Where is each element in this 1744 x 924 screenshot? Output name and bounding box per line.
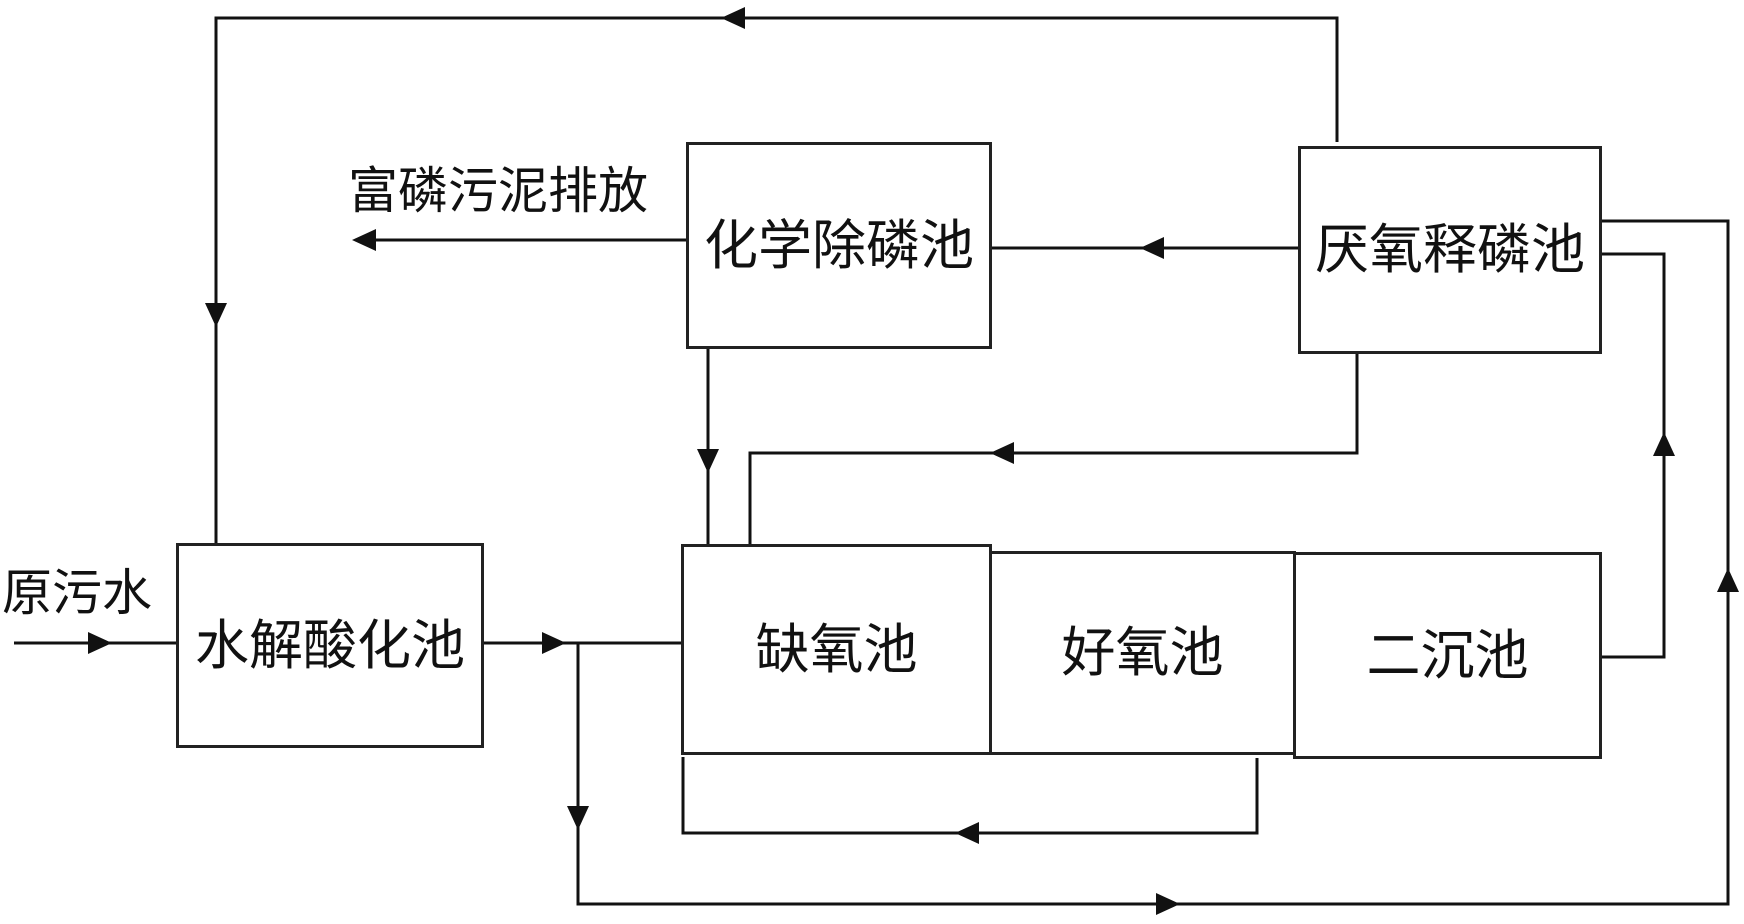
box-anaerobic-p-release: 厌氧释磷池: [1298, 146, 1602, 354]
box-aerobic-tank-label: 好氧池: [1061, 621, 1224, 684]
box-secondary-clarifier-label: 二沉池: [1366, 623, 1529, 687]
flow-anaerobic-to-anoxic-2: [748, 354, 1359, 544]
box-anoxic-tank-label: 缺氧池: [755, 617, 918, 681]
label-raw-sewage: 原污水: [2, 564, 152, 622]
box-anaerobic-p-release-label: 厌氧释磷池: [1315, 218, 1585, 281]
box-hydrolysis-acidification-label: 水解酸化池: [195, 613, 465, 677]
box-hydrolysis-acidification: 水解酸化池: [176, 543, 484, 748]
box-chemical-p-removal-label: 化学除磷池: [704, 213, 974, 277]
box-chemical-p-removal: 化学除磷池: [686, 142, 992, 349]
box-aerobic-tank: 好氧池: [989, 551, 1296, 755]
label-sludge-discharge: 富磷污泥排放: [348, 162, 648, 220]
box-anoxic-tank: 缺氧池: [681, 544, 992, 755]
flow-anaerobic-to-hydrolysis: [214, 16, 1339, 543]
flow-aerobic-to-anoxic-recycle: [681, 757, 1259, 835]
box-secondary-clarifier: 二沉池: [1293, 552, 1602, 759]
